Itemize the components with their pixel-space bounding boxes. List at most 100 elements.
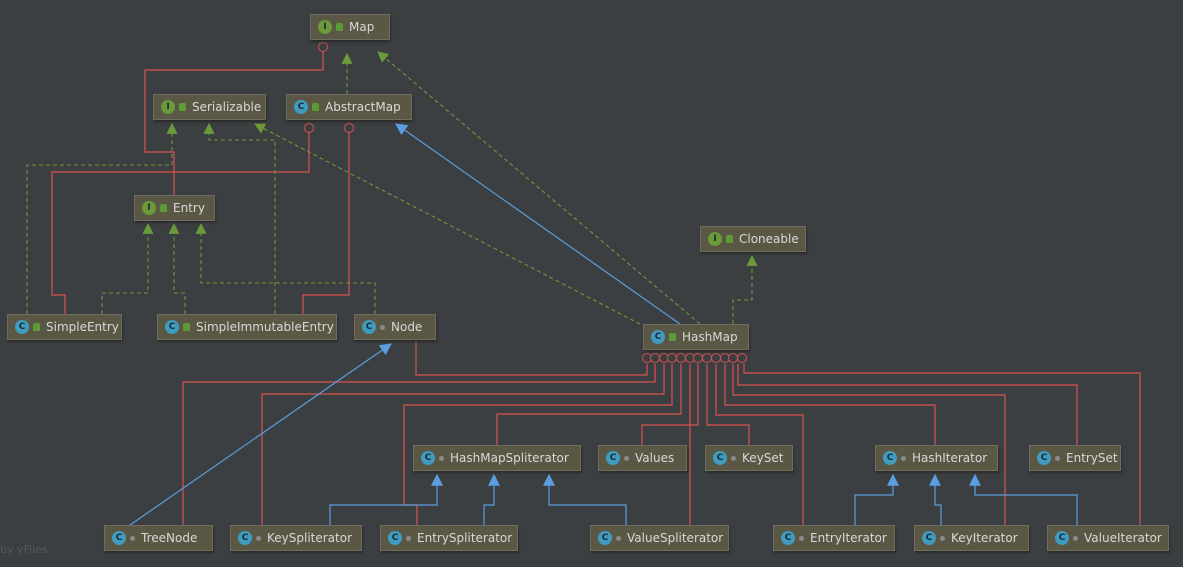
class-icon: C — [781, 531, 795, 545]
node-label: Cloneable — [739, 232, 799, 246]
edge-keyspliterator-hashmapspliterator — [329, 473, 443, 525]
edge-hashmap-cloneable — [732, 254, 758, 324]
edge-hashmap-serializable — [254, 123, 641, 325]
inner-class-edges — [51, 48, 1141, 525]
edge-simpleentry-entry — [101, 222, 154, 314]
public-icon — [183, 323, 190, 331]
interface-icon: I — [708, 232, 722, 246]
edge-hashmap-keyspliterator — [261, 364, 665, 525]
edge-hashmap-valueiterator — [743, 364, 1141, 525]
edge-hashmap-node — [415, 341, 648, 376]
node-label: EntryIterator — [810, 531, 887, 545]
edge-hashmap-entryspliterator — [403, 364, 673, 525]
node-map[interactable]: I Map — [310, 14, 390, 40]
node-label: EntrySpliterator — [417, 531, 513, 545]
edge-node-entry — [195, 222, 376, 314]
edge-hashmap-entryiterator — [715, 364, 804, 525]
class-icon: C — [238, 531, 252, 545]
edge-keyiterator-hashiterator — [929, 473, 942, 525]
package-private-icon — [380, 324, 385, 330]
edge-entryspliterator-hashmapspliterator — [483, 473, 500, 525]
edge-map-entry — [144, 48, 324, 195]
implements-edges — [26, 51, 758, 325]
edge-treenode-node — [129, 343, 392, 526]
class-icon: C — [713, 451, 727, 465]
node-label: ValueIterator — [1084, 531, 1162, 545]
watermark: by yFiles — [0, 543, 48, 556]
node-entryiterator[interactable]: C EntryIterator — [773, 525, 895, 551]
class-icon: C — [922, 531, 936, 545]
package-private-icon — [731, 455, 736, 461]
node-label: SimpleImmutableEntry — [196, 320, 334, 334]
class-icon: C — [651, 330, 665, 344]
node-label: TreeNode — [141, 531, 198, 545]
node-keyspliterator[interactable]: C KeySpliterator — [230, 525, 362, 551]
package-private-icon — [1073, 535, 1078, 541]
class-icon: C — [883, 451, 897, 465]
edge-hashmap-keyiterator — [732, 364, 1006, 525]
node-label: KeyIterator — [951, 531, 1018, 545]
edge-valuespliterator-hashmapspliterator — [543, 473, 627, 525]
edge-simpleimmutableentry-serializable — [203, 122, 276, 314]
class-icon: C — [1055, 531, 1069, 545]
package-private-icon — [624, 455, 629, 461]
node-label: Serializable — [192, 100, 262, 114]
node-entryspliterator[interactable]: C EntrySpliterator — [380, 525, 518, 551]
node-label: Node — [391, 320, 423, 334]
node-keyset[interactable]: C KeySet — [705, 445, 793, 471]
node-label: KeySpliterator — [267, 531, 353, 545]
node-node[interactable]: C Node — [354, 314, 436, 340]
public-icon — [312, 103, 319, 111]
node-label: EntrySet — [1066, 451, 1118, 465]
class-icon: C — [362, 320, 376, 334]
node-values[interactable]: C Values — [598, 445, 687, 471]
node-label: Values — [635, 451, 675, 465]
interface-icon: I — [318, 20, 332, 34]
class-icon: C — [112, 531, 126, 545]
public-icon — [179, 103, 186, 111]
node-keyiterator[interactable]: C KeyIterator — [914, 525, 1029, 551]
containment-markers — [304, 42, 747, 363]
edge-hashmap-map — [377, 51, 701, 325]
class-icon: C — [388, 531, 402, 545]
class-icon: C — [598, 531, 612, 545]
node-label: KeySet — [742, 451, 784, 465]
edge-valueiterator-hashiterator — [969, 473, 1078, 525]
package-private-icon — [940, 535, 945, 541]
extends-edges — [129, 123, 1078, 526]
package-private-icon — [406, 535, 411, 541]
edge-simpleimmutableentry-entry — [168, 222, 186, 314]
node-label: SimpleEntry — [46, 320, 119, 334]
package-private-icon — [901, 455, 906, 461]
node-valuespliterator[interactable]: C ValueSpliterator — [590, 525, 729, 551]
package-private-icon — [256, 535, 261, 541]
node-simpleimmutableentry[interactable]: C SimpleImmutableEntry — [157, 314, 337, 340]
package-private-icon — [1055, 455, 1060, 461]
package-private-icon — [616, 535, 621, 541]
edge-abstractmap-simpleentry — [51, 128, 310, 314]
node-label: ValueSpliterator — [627, 531, 724, 545]
edge-abstractmap-simpleimmutableentry — [302, 128, 350, 314]
class-icon: C — [165, 320, 179, 334]
node-label: HashMapSpliterator — [450, 451, 569, 465]
node-label: AbstractMap — [325, 100, 401, 114]
node-cloneable[interactable]: I Cloneable — [700, 226, 806, 252]
node-treenode[interactable]: C TreeNode — [104, 525, 213, 551]
edge-hashmap-treenode — [182, 364, 656, 525]
node-valueiterator[interactable]: C ValueIterator — [1047, 525, 1169, 551]
class-icon: C — [606, 451, 620, 465]
edge-hashmap-abstractmap — [395, 123, 681, 325]
interface-icon: I — [161, 100, 175, 114]
node-label: Map — [349, 20, 375, 34]
edge-entryiterator-hashiterator — [854, 473, 899, 525]
node-serializable[interactable]: I Serializable — [153, 94, 266, 120]
